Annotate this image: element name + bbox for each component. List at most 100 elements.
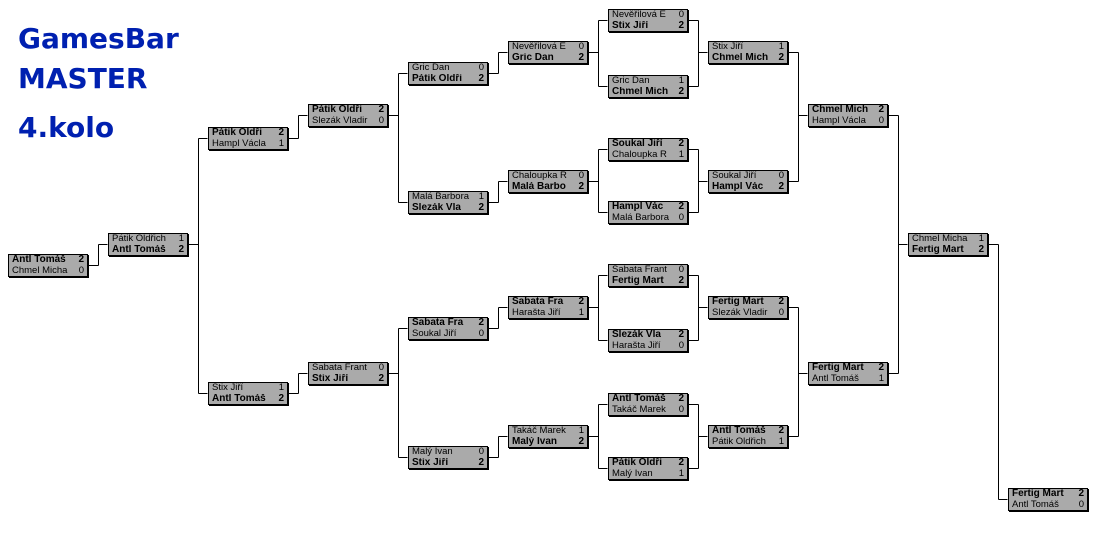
player-score: 2 — [878, 363, 884, 373]
player-name: Šabata Frant — [612, 265, 667, 275]
player-name: Chaloupka R — [512, 171, 567, 181]
player-name: Gric Dan — [612, 76, 650, 86]
player-name: Fertig Mart — [1012, 489, 1064, 499]
player-score: 2 — [678, 21, 684, 31]
player-score: 2 — [678, 276, 684, 286]
player-name: Pátik Oldři — [412, 74, 463, 84]
player-score: 2 — [878, 105, 884, 115]
player-score: 0 — [878, 116, 884, 126]
player-name: Stix Jiří — [412, 458, 449, 468]
player-name: Fertig Mart — [612, 276, 664, 286]
player-score: 2 — [578, 182, 584, 192]
player-name: Slezák Vla — [612, 330, 661, 340]
player-name: Hampl Vác — [612, 202, 664, 212]
player-name: Antl Tomáš — [212, 394, 266, 404]
player-name: Pátik Oldři — [612, 458, 663, 468]
player-name: Nevěřilová E — [612, 10, 666, 20]
player-name: Malý Ivan — [512, 437, 558, 447]
player-score: 2 — [678, 458, 684, 468]
player-name: Fertig Mart — [812, 363, 864, 373]
player-score: 1 — [578, 426, 584, 436]
player-name: Soukal Jiří — [712, 171, 757, 181]
player-name: Antl Tomáš — [812, 374, 859, 384]
player-name: Gric Dan — [412, 63, 450, 73]
player-name: Malá Barbora — [612, 213, 670, 223]
player-name: Pátik Oldři — [312, 105, 363, 115]
player-name: Stix Jiří — [712, 42, 744, 52]
player-row: Stix Jiří 2 — [609, 21, 687, 31]
player-score: 2 — [578, 297, 584, 307]
player-row: Hampl Václa 0 — [809, 116, 887, 126]
player-name: Stix Jiří — [212, 383, 244, 393]
player-name: Hampl Václa — [212, 139, 266, 149]
player-score: 2 — [478, 318, 484, 328]
player-score: 0 — [478, 329, 484, 339]
player-score: 2 — [378, 374, 384, 384]
player-score: 0 — [578, 42, 584, 52]
player-row: Soukal Jiří 0 — [409, 329, 487, 339]
player-score: 0 — [1078, 500, 1084, 510]
player-row: Fertig Mart 2 — [809, 363, 887, 373]
player-name: Šabata Frant — [312, 363, 367, 373]
player-score: 0 — [78, 266, 84, 276]
player-name: Stix Jiří — [612, 21, 649, 31]
player-score: 0 — [378, 116, 384, 126]
player-score: 1 — [578, 308, 584, 318]
player-score: 2 — [778, 182, 784, 192]
title-line-2: MASTER — [18, 62, 148, 95]
player-name: Antl Tomáš — [712, 426, 766, 436]
player-score: 2 — [678, 394, 684, 404]
player-name: Takáč Marek — [512, 426, 566, 436]
player-score: 1 — [778, 42, 784, 52]
player-name: Soukal Jiří — [412, 329, 457, 339]
player-name: Gric Dan — [512, 53, 554, 63]
player-name: Hampl Václa — [812, 116, 866, 126]
player-row: Takáč Marek 1 — [509, 426, 587, 436]
player-name: Chmel Mich — [812, 105, 869, 115]
player-score: 0 — [678, 405, 684, 415]
title-line-1: GamesBar — [18, 22, 179, 55]
player-score: 2 — [778, 297, 784, 307]
player-name: Malá Barbo — [512, 182, 566, 192]
player-score: 1 — [178, 234, 184, 244]
player-score: 1 — [978, 234, 984, 244]
